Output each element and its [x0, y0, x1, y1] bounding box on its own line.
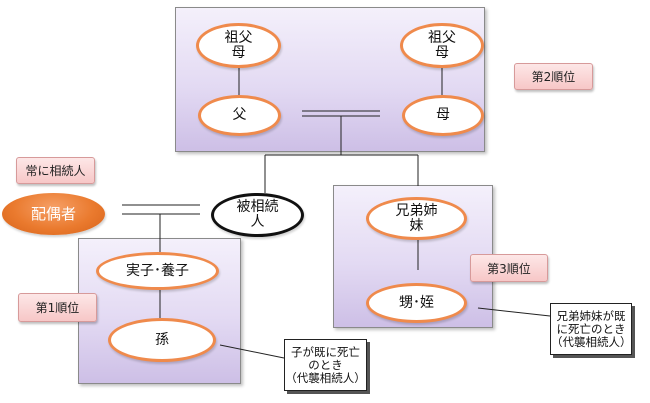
- pointer-child-note: [219, 344, 285, 359]
- always-heir-label: 常に相続人: [16, 157, 95, 184]
- child-note-line2: のとき: [308, 357, 343, 372]
- sibling-line2: 妹: [409, 217, 424, 234]
- deceased-line1: 被相続: [236, 199, 279, 215]
- pointer-sibling-note: [477, 307, 551, 317]
- mother-node: 母: [402, 95, 484, 136]
- sibling-line1: 兄弟姉: [395, 202, 438, 219]
- nephew-label: 甥･姪: [399, 294, 434, 311]
- third-rank-label: 第3順位: [470, 254, 548, 282]
- child-note-callout: 子が既に死亡 のとき （代襲相続人）: [284, 339, 367, 391]
- father-node: 父: [198, 95, 281, 136]
- grandparent-left-node: 祖父母: [196, 23, 281, 68]
- second-rank-label: 第2順位: [514, 63, 593, 90]
- father-label: 父: [232, 107, 247, 123]
- child-label: 実子･養子: [126, 262, 189, 279]
- deceased-line2: 人: [250, 214, 265, 230]
- grandchild-label: 孫: [155, 331, 169, 348]
- spouse-node: 配偶者: [2, 193, 105, 235]
- nephew-node: 甥･姪: [366, 283, 467, 323]
- child-note-line1: 子が既に死亡: [291, 344, 360, 359]
- grandparent-right-line1: 祖父: [428, 29, 456, 46]
- grandparent-left-line2: 母: [231, 44, 246, 61]
- sibling-note-line1: 兄弟姉妹が既: [556, 308, 626, 323]
- grandparent-right-line2: 母: [435, 44, 449, 61]
- sibling-node: 兄弟姉妹: [366, 197, 467, 240]
- sibling-note-line2: に死亡のとき: [556, 321, 626, 336]
- child-note-line3: （代襲相続人）: [285, 370, 366, 385]
- child-node: 実子･養子: [96, 252, 219, 290]
- sibling-note-line3: （代襲相続人）: [551, 334, 632, 349]
- mother-label: 母: [436, 107, 450, 123]
- grandparent-left-line1: 祖父: [224, 29, 253, 46]
- grandchild-node: 孫: [108, 318, 216, 362]
- sibling-note-callout: 兄弟姉妹が既 に死亡のとき （代襲相続人）: [550, 303, 632, 355]
- first-rank-label: 第1順位: [18, 293, 97, 322]
- spouse-label: 配偶者: [30, 204, 76, 223]
- grandparent-right-node: 祖父母: [400, 23, 484, 68]
- deceased-node: 被相続人: [211, 193, 304, 237]
